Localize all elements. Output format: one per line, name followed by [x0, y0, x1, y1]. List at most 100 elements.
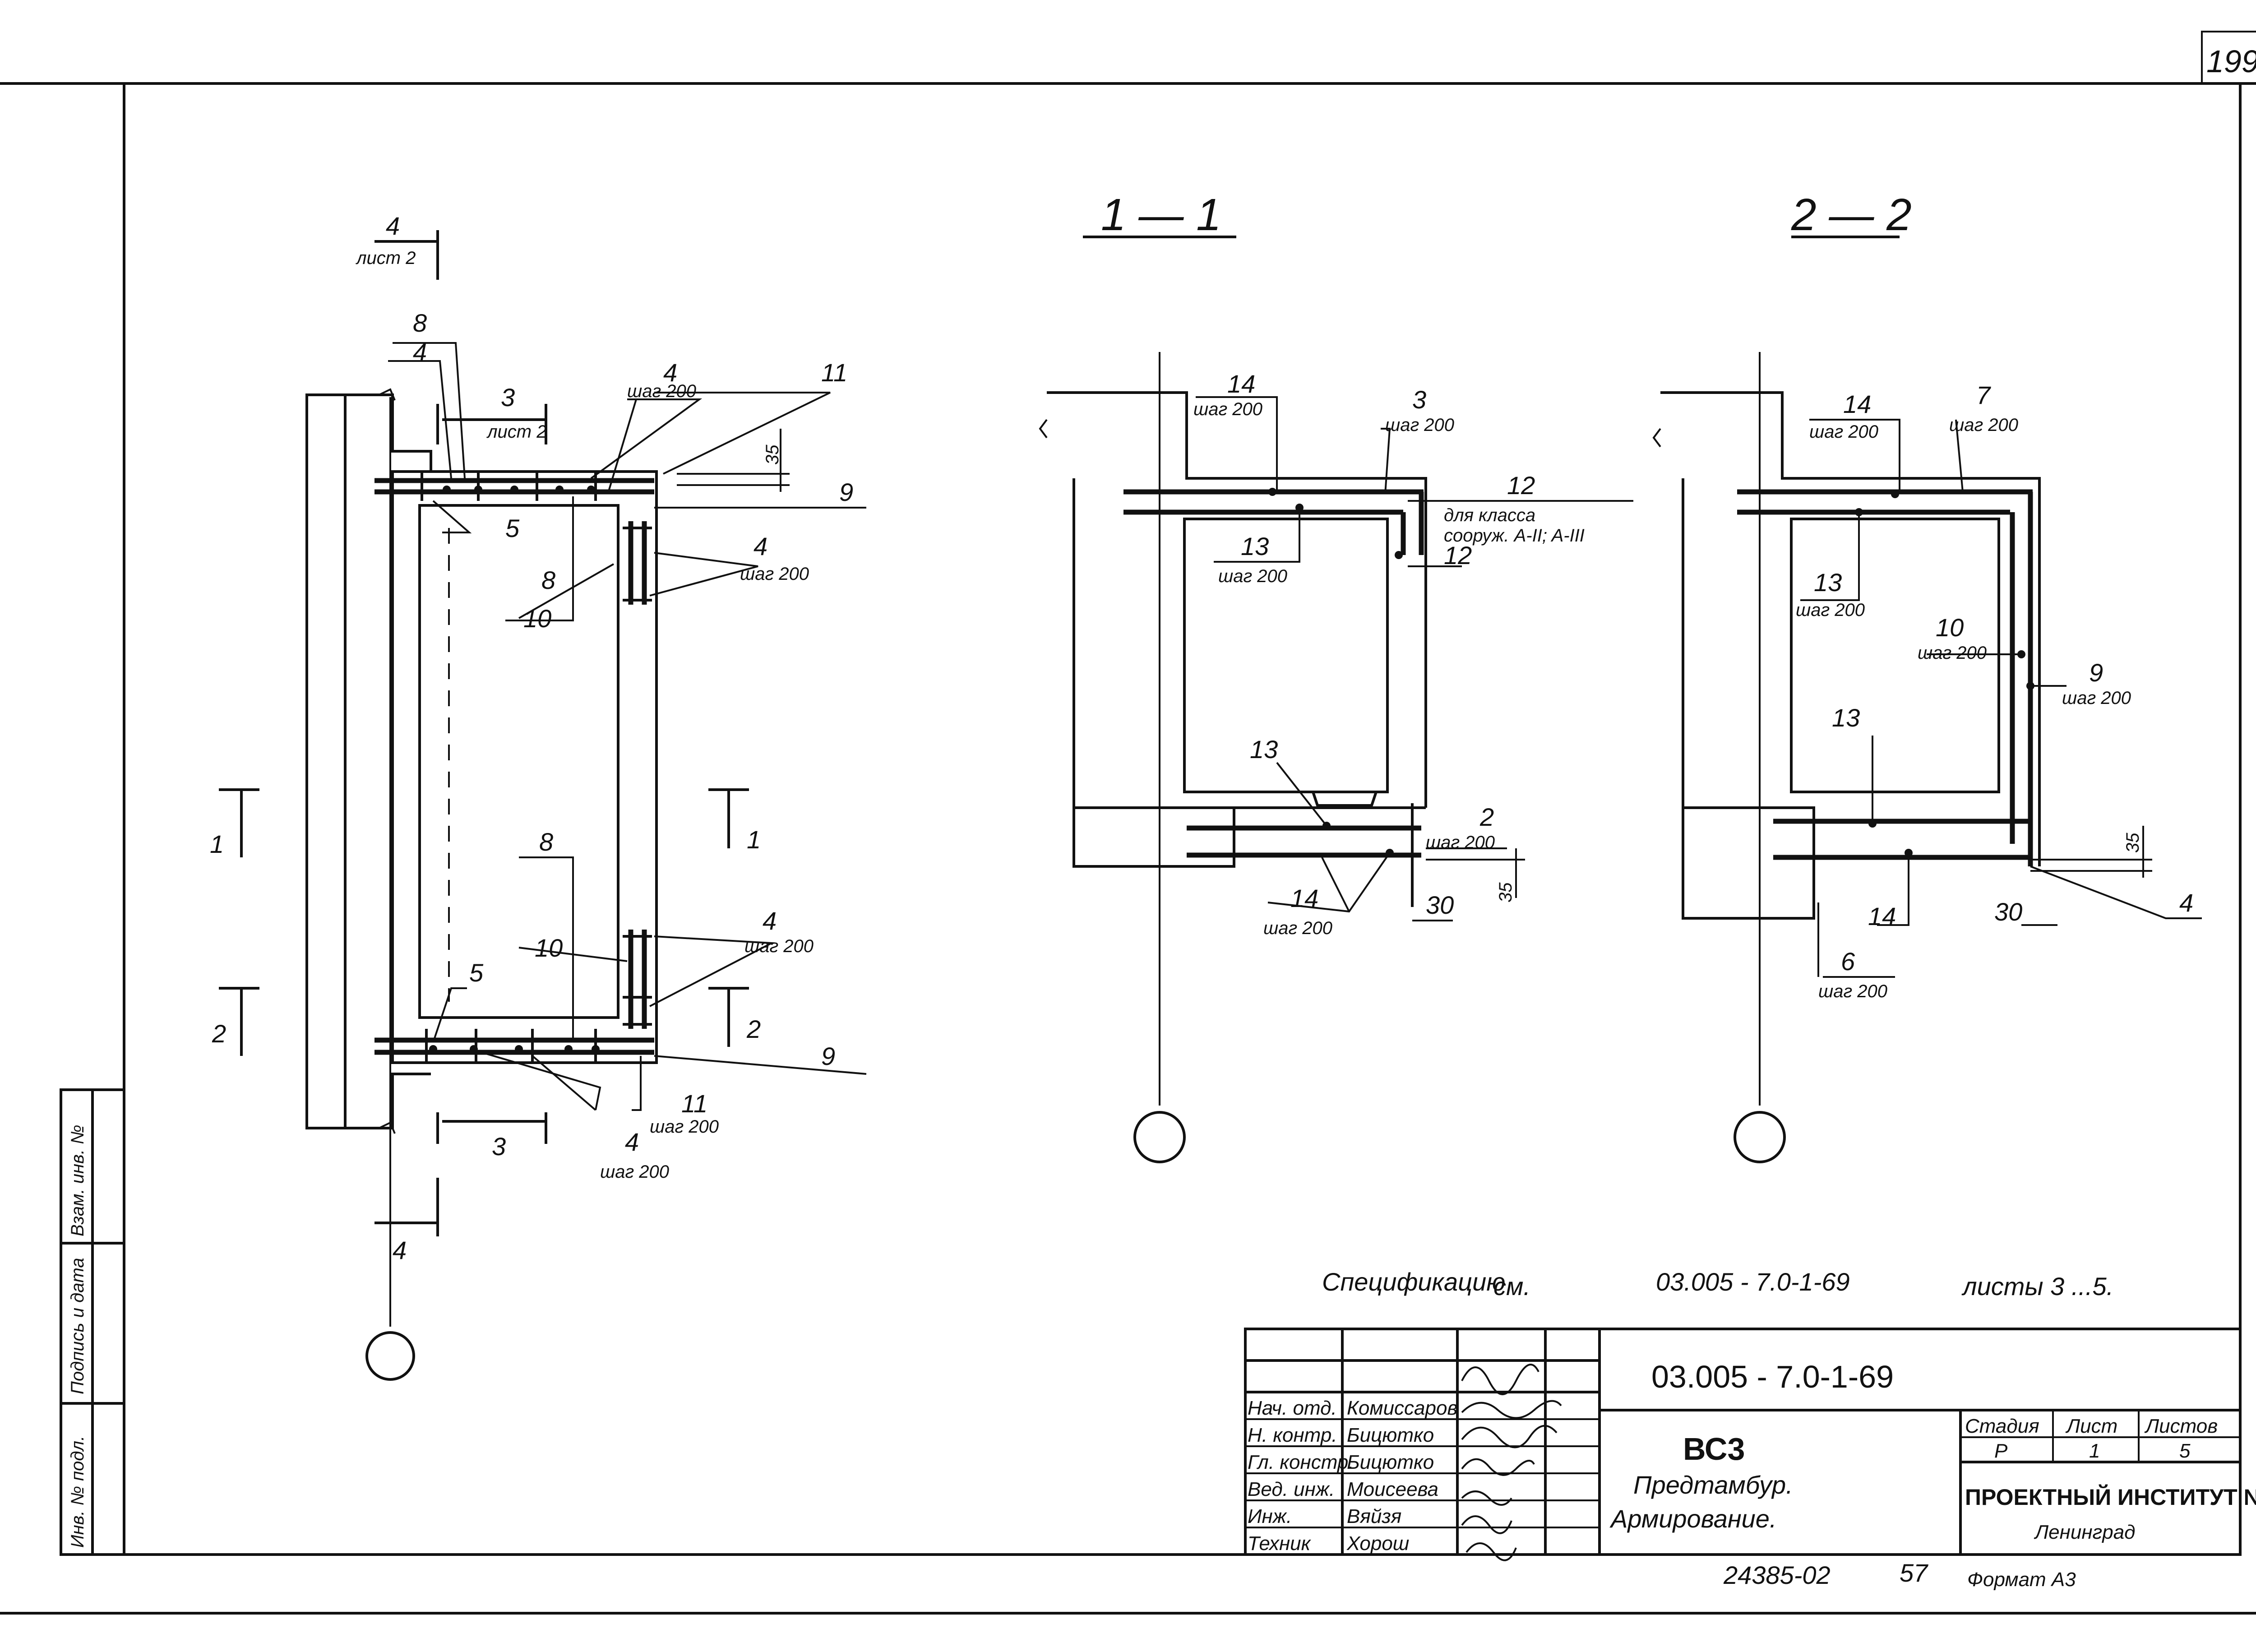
- tb-role-2: Н. контр.: [1248, 1424, 1337, 1446]
- s11-pos-14-bottom: 14: [1290, 884, 1318, 912]
- tb-role-1: Нач. отд.: [1248, 1397, 1337, 1419]
- s22-pos-13-bottom: 13: [1832, 703, 1860, 732]
- section-1-1-labels: 1 — 1 14 шаг 200 3 шаг 200 12 для класса…: [1101, 190, 1585, 938]
- tb-title-line2: Армирование.: [1609, 1504, 1777, 1533]
- s11-pos-3-step: шаг 200: [1385, 415, 1454, 435]
- s22-pos-7-step: шаг 200: [1949, 415, 2018, 435]
- s22-pos-10-step: шаг 200: [1918, 643, 1987, 663]
- tb-stage: Р: [1994, 1440, 2008, 1462]
- s22-pos-4: 4: [2179, 888, 2193, 917]
- pos-4-top-left: 4: [413, 338, 427, 366]
- title-block-grid: [1244, 1328, 2242, 1556]
- cut-2-right-label: 2: [746, 1015, 761, 1043]
- s22-pos-14-top-step: шаг 200: [1809, 422, 1878, 442]
- spec-note-text2: см.: [1493, 1272, 1530, 1300]
- s22-dim-35: 35: [2123, 833, 2143, 853]
- pos-8-top: 8: [413, 309, 427, 337]
- cut-3-bottom-label: 3: [492, 1132, 506, 1161]
- s11-pos-14-top: 14: [1227, 370, 1255, 398]
- pos-11-bottom-step: шаг 200: [650, 1117, 719, 1137]
- tb-name-2: Бицютко: [1347, 1424, 1434, 1446]
- pos-4-right-top: 4: [754, 532, 767, 560]
- side-stamp: [60, 1088, 125, 1556]
- s11-pos-13-bottom: 13: [1250, 735, 1278, 764]
- s11-dim-35: 35: [1496, 882, 1516, 902]
- section-1-1: [1039, 236, 1633, 1163]
- pos-4-top: 4: [663, 358, 677, 387]
- tb-role-6: Техник: [1248, 1532, 1312, 1555]
- cut-3-top-label: 3: [501, 383, 515, 412]
- s22-pos-6-step: шаг 200: [1818, 981, 1887, 1001]
- plan-view: [219, 230, 867, 1381]
- pos-5-bottom: 5: [469, 958, 484, 987]
- tb-org: ПРОЕКТНЫЙ ИНСТИТУТ №1: [1965, 1484, 2256, 1510]
- section-2-2-title: 2 — 2: [1791, 190, 1912, 240]
- title-block-text: 03.005 - 7.0-1-69 ВС3 Предтамбур. Армиро…: [1248, 1359, 2256, 1591]
- dim-35-plan: 35: [763, 444, 782, 465]
- tb-inventory-number: 24385-02: [1723, 1561, 1831, 1589]
- sheet-number: 199: [2206, 44, 2256, 79]
- pos-9-top: 9: [839, 478, 853, 506]
- spec-note-text1: Спецификацию: [1322, 1268, 1505, 1296]
- tb-sheet-header: Лист: [2065, 1415, 2117, 1437]
- plan-labels: 4 лист 2 3 лист 2 8 4 4 шаг 200 11 35 9 …: [210, 212, 853, 1264]
- s22-pos-9-step: шаг 200: [2062, 688, 2131, 708]
- spec-note: Спецификацию см. 03.005 - 7.0-1-69 листы…: [1322, 1268, 2113, 1300]
- cut-4-top-label: 4: [386, 212, 400, 240]
- tb-name-5: Вяйзя: [1347, 1505, 1401, 1527]
- tb-object-code: ВС3: [1683, 1431, 1745, 1467]
- pos-11-bottom: 11: [681, 1089, 707, 1118]
- pos-4-right-bottom-step: шаг 200: [744, 936, 814, 956]
- pos-4-bottom: 4: [625, 1128, 639, 1156]
- pos-4-top-step: шаг 200: [627, 381, 696, 401]
- cut-4-top-sheet: лист 2: [356, 248, 416, 268]
- tb-sheet: 1: [2089, 1440, 2100, 1462]
- pos-5-top: 5: [505, 514, 520, 542]
- spec-note-sheets: листы 3 ...5.: [1961, 1272, 2113, 1300]
- s22-pos-13-top: 13: [1814, 568, 1842, 597]
- tb-name-1: Комиссаров: [1347, 1397, 1457, 1419]
- s22-pos-7: 7: [1976, 381, 1991, 409]
- s11-pos-13-top: 13: [1241, 532, 1269, 560]
- section-1-1-title: 1 — 1: [1101, 190, 1221, 240]
- tb-name-3: Бицютко: [1347, 1451, 1434, 1473]
- s22-pos-14-top: 14: [1843, 390, 1871, 418]
- pos-10-top: 10: [523, 604, 551, 633]
- s11-pos-2-step: шаг 200: [1426, 833, 1495, 852]
- tb-doc-code: 03.005 - 7.0-1-69: [1651, 1359, 1894, 1394]
- pos-8-mid: 8: [541, 566, 555, 594]
- s11-pos-12-note2: сооруж. A-II; A-III: [1444, 526, 1585, 546]
- s11-pos-12-note1: для класса: [1444, 505, 1535, 525]
- tb-city: Ленинград: [2034, 1521, 2136, 1543]
- tb-sheets: 5: [2179, 1440, 2191, 1462]
- pos-4-bottom-step: шаг 200: [600, 1162, 669, 1182]
- pos-4-right-top-step: шаг 200: [740, 564, 809, 584]
- s11-pos-2: 2: [1479, 803, 1494, 831]
- s11-pos-12-top: 12: [1507, 471, 1535, 500]
- pos-10-bottom: 10: [535, 934, 563, 962]
- s11-pos-3: 3: [1412, 385, 1426, 414]
- s22-pos-6: 6: [1841, 947, 1855, 976]
- tb-format: Формат А3: [1967, 1569, 2076, 1591]
- stamp-inv-original: Инв. № подл.: [68, 1436, 88, 1548]
- cut-2-left-label: 2: [212, 1019, 226, 1048]
- s22-dim-30: 30: [1994, 898, 2022, 926]
- s22-pos-9: 9: [2089, 658, 2103, 687]
- pos-8-bottom: 8: [539, 828, 553, 856]
- s11-pos-14-bottom-step: шаг 200: [1263, 918, 1332, 938]
- tb-role-3: Гл. констр.: [1248, 1451, 1354, 1473]
- pos-11-top: 11: [821, 358, 847, 387]
- s22-pos-10: 10: [1936, 613, 1964, 642]
- section-2-2: [1652, 236, 2202, 1163]
- cut-4-bottom-label: 4: [393, 1236, 407, 1264]
- section-2-2-labels: 2 — 2 14 шаг 200 7 шаг 200 13 шаг 200 10…: [1791, 190, 2193, 1001]
- sheet-frame: [0, 31, 2256, 1615]
- s11-dim-30: 30: [1426, 891, 1454, 919]
- cut-3-top-sheet: лист 2: [486, 422, 546, 442]
- tb-sheets-header: Листов: [2144, 1415, 2218, 1437]
- spec-note-doc: 03.005 - 7.0-1-69: [1656, 1268, 1850, 1296]
- signatures: [1461, 1364, 1562, 1561]
- tb-role-5: Инж.: [1248, 1505, 1292, 1527]
- pos-4-right-bottom: 4: [763, 907, 777, 935]
- cut-1-right-label: 1: [747, 825, 761, 854]
